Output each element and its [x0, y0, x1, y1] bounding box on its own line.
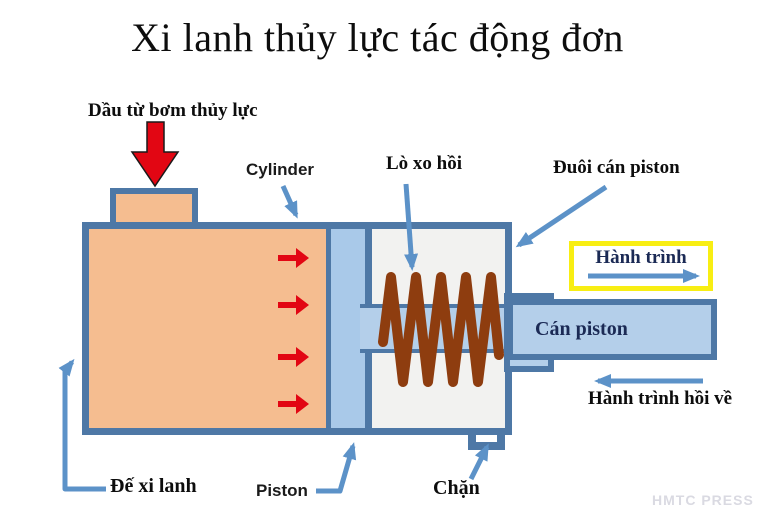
cylinder-pointer-line	[280, 184, 299, 219]
oil-inlet-port	[110, 188, 198, 228]
rod-through-spring	[360, 304, 510, 353]
label-cylinder: Cylinder	[246, 160, 315, 179]
oil-chamber	[89, 229, 326, 428]
oil-inlet-arrow-icon	[130, 121, 180, 188]
piston-rod-label: Cán piston	[535, 318, 628, 340]
piston-rod-part: Cán piston	[507, 299, 717, 360]
stroke-label: Hành trình	[595, 247, 687, 268]
label-return-stroke: Hành trình hồi về	[588, 388, 733, 409]
label-return-spring: Lò xo hồi	[386, 153, 463, 174]
label-piston-rod-tail: Đuôi cán piston	[553, 157, 680, 178]
stopper-slot	[476, 435, 497, 442]
stroke-highlight-box: Hành trình	[569, 241, 713, 291]
piston-pointer-line	[316, 442, 357, 494]
page-title: Xi lanh thủy lực tác động đơn	[131, 15, 624, 60]
label-oil-from-pump: Dầu từ bơm thủy lực	[88, 100, 258, 121]
stopper-part	[468, 431, 505, 450]
label-stopper: Chặn	[433, 477, 480, 499]
label-cylinder-base: Đế xi lanh	[110, 475, 197, 497]
stopper-pointer-line	[468, 443, 490, 481]
watermark: HMTC PRESS	[652, 492, 754, 508]
rod-tail-pointer-line	[515, 184, 608, 248]
label-piston: Piston	[256, 481, 308, 500]
